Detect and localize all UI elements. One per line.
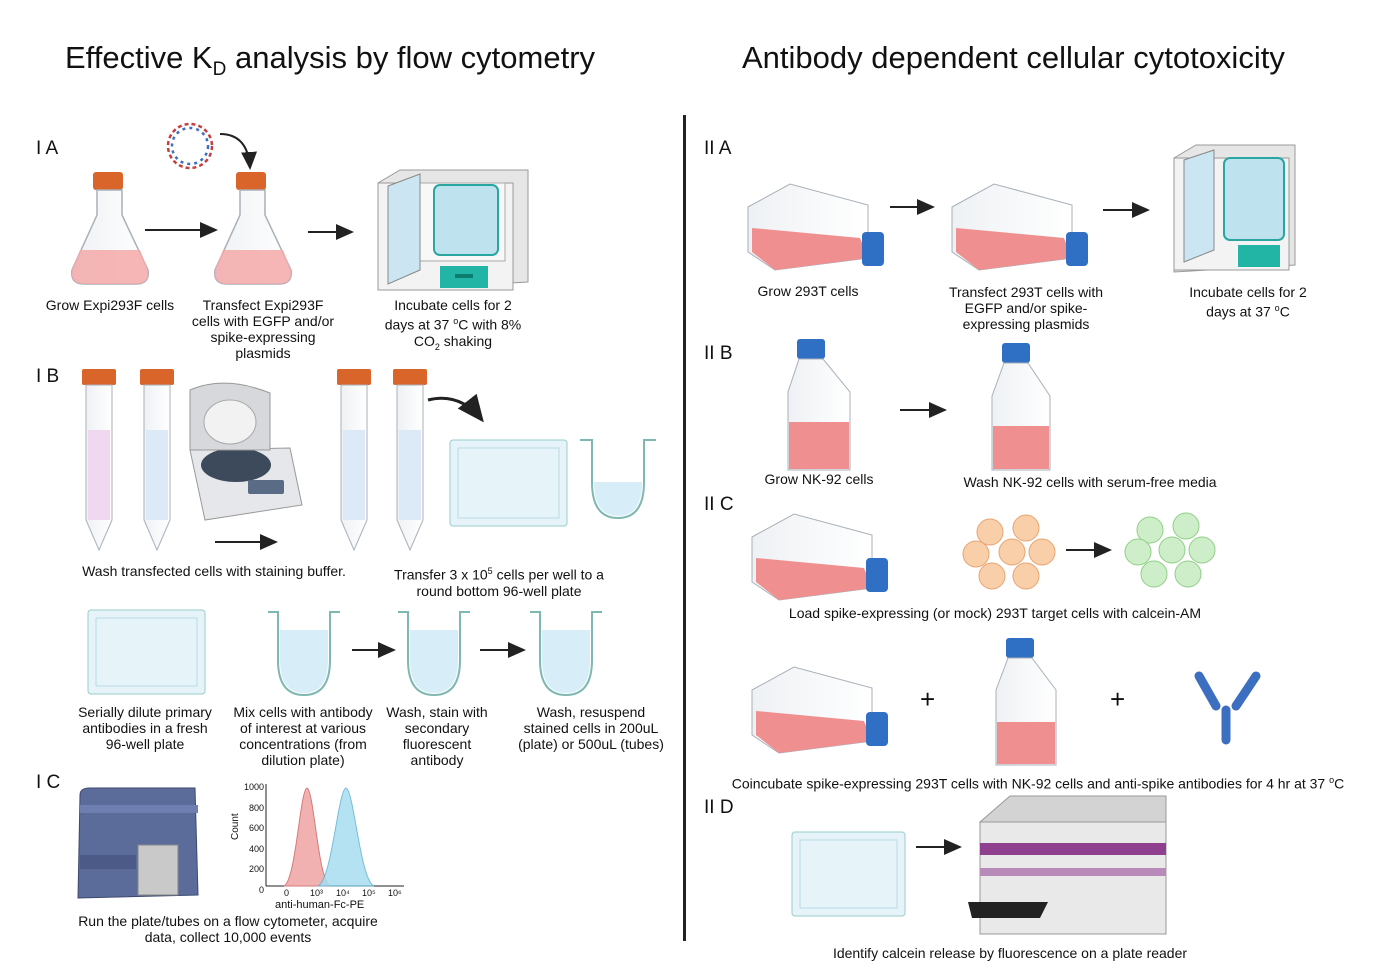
falcon-tube-icon	[140, 369, 174, 552]
histogram-xlabel: anti-human-Fc-PE	[275, 899, 365, 911]
histogram-xtick: 10⁶	[388, 888, 402, 898]
96-well-plate-icon	[449, 439, 568, 527]
upright-flask-icon	[787, 339, 851, 471]
caption-sub: 2	[434, 341, 440, 352]
target-cells-icon	[962, 514, 1056, 590]
histogram-xtick: 10⁴	[336, 888, 350, 898]
caption-part: Coincubate spike-expressing 293T cells w…	[731, 775, 1330, 792]
caption-transfect-expi293f: Transfect Expi293F cells with EGFP and/o…	[191, 297, 335, 361]
caption-sup: o	[453, 316, 459, 326]
section-label-IIA: II A	[704, 138, 732, 159]
caption-incubate-expi293f: Incubate cells for 2 days at 37 oC with …	[378, 297, 528, 354]
centrifuge-icon	[189, 382, 303, 521]
histogram-yticks: 1000 800 600 400 200 0	[236, 777, 264, 900]
culture-flask-icon	[751, 513, 888, 601]
calcein-loaded-cells-icon	[1124, 512, 1216, 588]
caption-part: C	[1334, 775, 1345, 792]
dilution-plate-icon	[87, 609, 206, 695]
title-text: Effective K	[65, 40, 213, 75]
caption-run-cytometer: Run the plate/tubes on a flow cytometer,…	[78, 913, 378, 945]
plus-sign: +	[1110, 684, 1126, 714]
histogram-ytick: 600	[248, 823, 264, 833]
section-label-IIC: II C	[704, 494, 734, 515]
histogram-xticks: 0 10³ 10⁴ 10⁵ 10⁶	[284, 888, 414, 900]
incubator-icon	[1173, 144, 1296, 273]
caption-sup: 5	[487, 566, 493, 576]
caption-wash-resuspend: Wash, resuspend stained cells in 200uL (…	[518, 704, 664, 752]
erlenmeyer-flask-icon	[214, 172, 292, 285]
plate-reader-icon	[968, 795, 1167, 935]
caption-sup: o	[1329, 775, 1335, 785]
histogram-xtick: 0	[284, 888, 290, 898]
caption-part: Transfer 3 x 10	[394, 566, 488, 583]
histogram-chart	[265, 784, 404, 887]
histogram-ytick: 0	[258, 884, 264, 895]
caption-part: Incubate cells for 2 days at 37	[384, 297, 512, 333]
title-subscript: D	[212, 59, 227, 81]
caption-grow-293t: Grow 293T cells	[757, 283, 859, 299]
falcon-tube-icon	[393, 369, 427, 552]
caption-part: C with 8% CO	[413, 316, 522, 349]
caption-coincubate: Coincubate spike-expressing 293T cells w…	[718, 772, 1358, 792]
histogram-xtick: 10³	[310, 888, 324, 898]
caption-sup: o	[1274, 303, 1280, 313]
section-label-IB: I B	[36, 366, 60, 387]
incubator-icon	[377, 169, 529, 291]
caption-plate-reader: Identify calcein release by fluorescence…	[832, 945, 1188, 961]
left-panel-title: Effective KD analysis by flow cytometry	[65, 40, 595, 81]
histogram-ytick: 200	[248, 864, 264, 874]
caption-part: shaking	[439, 332, 493, 349]
resuspend-well-icon	[530, 611, 602, 697]
arrow-icon	[219, 133, 258, 170]
plasmid-dna-icon	[166, 122, 214, 170]
caption-wash-cells: Wash transfected cells with staining buf…	[82, 563, 346, 579]
erlenmeyer-flask-icon	[71, 172, 149, 285]
section-label-IC: I C	[36, 772, 61, 793]
caption-mix-cells: Mix cells with antibody of interest at v…	[233, 704, 373, 768]
falcon-tube-icon	[82, 369, 116, 552]
right-panel-title: Antibody dependent cellular cytotoxicity	[742, 40, 1285, 75]
antibody-icon	[1194, 671, 1261, 745]
caption-transfect-293t: Transfect 293T cells with EGFP and/or sp…	[948, 284, 1104, 332]
panel-divider	[683, 115, 686, 941]
caption-part: Incubate cells for 2 days at 37	[1189, 284, 1307, 320]
caption-wash-nk92: Wash NK-92 cells with serum-free media	[963, 474, 1217, 490]
caption-part: C	[1279, 303, 1290, 320]
culture-flask-icon	[951, 183, 1088, 271]
title-text-end: analysis by flow cytometry	[226, 40, 596, 75]
section-label-IID: II D	[704, 797, 734, 818]
caption-serially-dilute: Serially dilute primary antibodies in a …	[78, 704, 212, 752]
histogram-ytick: 1000	[243, 782, 264, 792]
caption-grow-nk92: Grow NK-92 cells	[764, 471, 874, 487]
assay-plate-icon	[791, 831, 906, 917]
upright-flask-icon	[995, 638, 1057, 766]
histogram-xtick: 10⁵	[362, 888, 376, 898]
flow-cytometer-icon	[77, 787, 199, 899]
caption-load-calcein: Load spike-expressing (or mock) 293T tar…	[788, 605, 1202, 621]
culture-flask-icon	[751, 666, 888, 754]
section-label-IA: I A	[36, 138, 59, 159]
stain-well-icon	[398, 611, 470, 697]
caption-part: cells per well to a round bottom 96-well…	[416, 566, 604, 599]
falcon-tube-icon	[337, 369, 371, 552]
histogram-ytick: 400	[248, 843, 264, 854]
round-bottom-well-icon	[580, 439, 656, 520]
arrow-icon	[427, 393, 484, 423]
histogram-ytick: 800	[248, 802, 264, 813]
culture-flask-icon	[747, 183, 884, 271]
caption-transfer-cells: Transfer 3 x 105 cells per well to a rou…	[386, 563, 612, 599]
section-label-IIB: II B	[704, 343, 733, 364]
caption-grow-expi293f: Grow Expi293F cells	[45, 297, 175, 313]
plus-sign: +	[920, 684, 936, 714]
mix-well-icon	[268, 611, 340, 697]
upright-flask-icon	[991, 343, 1051, 471]
caption-wash-stain: Wash, stain with secondary fluorescent a…	[386, 704, 488, 768]
caption-incubate-293t: Incubate cells for 2 days at 37 oC	[1180, 284, 1316, 320]
